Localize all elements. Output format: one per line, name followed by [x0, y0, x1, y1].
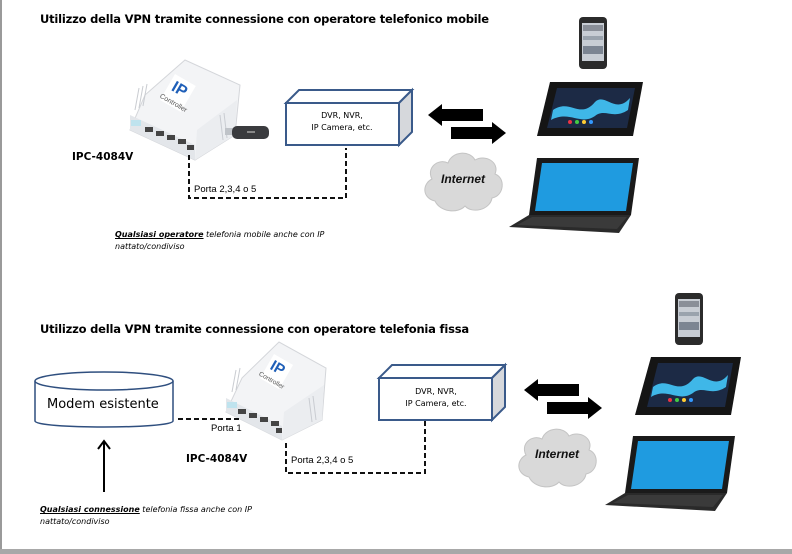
- ip-controller-logo: IP Controller: [158, 74, 196, 114]
- port-label: Porta 2,3,4 o 5: [194, 184, 257, 195]
- router-device-icon-2: IP Controller: [225, 341, 327, 441]
- port-label-2: Porta 2,3,4 o 5: [291, 455, 354, 466]
- section-1-note: Qualsiasi operatore telefonia mobile anc…: [115, 229, 372, 253]
- modem-label: Modem esistente: [47, 397, 159, 412]
- section-2-title: Utilizzo della VPN tramite connessione c…: [40, 322, 469, 336]
- page-bottom-border: [0, 549, 792, 554]
- laptop-icon-2: [605, 436, 735, 511]
- section-2-note: Qualsiasi connessione telefonia fissa an…: [40, 504, 300, 528]
- smartphone-icon: [579, 17, 607, 69]
- note-text-line2: nattato/condiviso: [40, 517, 110, 526]
- target-box-text: DVR, NVR, IP Camera, etc.: [288, 110, 396, 134]
- laptop-icon: [509, 158, 639, 233]
- modem-port-label: Porta 1: [211, 423, 242, 434]
- internet-cloud-icon-2: [518, 428, 597, 488]
- bidirectional-arrows-icon: [428, 104, 506, 144]
- note-text: telefonia mobile anche con IP: [203, 230, 325, 239]
- section-1-title: Utilizzo della VPN tramite connessione c…: [40, 12, 489, 26]
- router-device-icon: IP Controller: [129, 59, 241, 161]
- target-device-box: [283, 87, 415, 148]
- ip-controller-logo: IP Controller: [257, 354, 294, 391]
- usb-dongle-icon: [225, 126, 269, 139]
- target-box-line1: DVR, NVR,: [321, 111, 363, 120]
- note-emphasis: Qualsiasi operatore: [115, 230, 204, 239]
- internet-label-2: Internet: [535, 447, 580, 461]
- target-box-text-2: DVR, NVR, IP Camera, etc.: [381, 386, 491, 410]
- internet-cloud-icon: [424, 152, 503, 212]
- target-box-line1: DVR, NVR,: [415, 387, 457, 396]
- page-left-border: [0, 0, 2, 549]
- tablet-icon-2: [635, 357, 741, 415]
- note-emphasis: Qualsiasi connessione: [40, 505, 140, 514]
- target-box-line2: IP Camera, etc.: [405, 399, 467, 408]
- target-device-box-2: [376, 362, 508, 423]
- bidirectional-arrows-icon-2: [524, 379, 602, 419]
- note-text: telefonia fissa anche con IP: [139, 505, 252, 514]
- up-arrow-icon: [97, 439, 111, 492]
- tablet-icon: [537, 82, 643, 136]
- modem-cylinder-icon: [34, 371, 174, 428]
- internet-label: Internet: [441, 172, 486, 186]
- note-text-line2: nattato/condiviso: [115, 242, 185, 251]
- device-model-label: IPC-4084V: [72, 151, 134, 163]
- device-model-label-2: IPC-4084V: [186, 453, 248, 465]
- smartphone-icon-2: [675, 293, 703, 345]
- target-box-line2: IP Camera, etc.: [311, 123, 373, 132]
